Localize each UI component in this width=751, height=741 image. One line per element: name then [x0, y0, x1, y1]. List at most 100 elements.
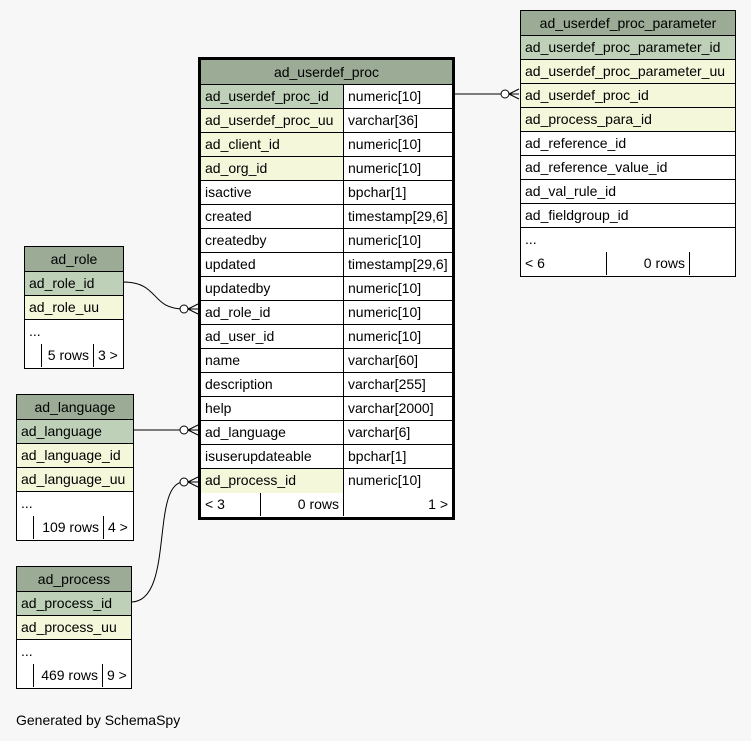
- edge-process-to-proc-crow: [187, 476, 199, 488]
- column-type: numeric[10]: [344, 133, 452, 156]
- column-row[interactable]: ad_language_uu: [17, 468, 133, 492]
- column-row[interactable]: ...: [25, 320, 123, 344]
- parents-link[interactable]: [17, 664, 34, 687]
- children-link[interactable]: [690, 252, 735, 275]
- column-row[interactable]: ad_userdef_proc_parameter_uu: [521, 60, 735, 84]
- column-row[interactable]: ad_role_uu: [25, 296, 123, 320]
- column-row[interactable]: ...: [521, 228, 735, 252]
- column-name: ...: [17, 492, 133, 516]
- column-row[interactable]: ad_process_id: [17, 592, 131, 616]
- column-name: ad_user_id: [201, 325, 344, 348]
- column-type: varchar[60]: [344, 349, 452, 372]
- column-row[interactable]: ...: [17, 640, 131, 664]
- table-title[interactable]: ad_process: [17, 567, 131, 592]
- column-name: ad_language_id: [17, 444, 133, 467]
- edge-process-to-proc-optional: [179, 477, 189, 487]
- column-row[interactable]: ad_process_para_id: [521, 108, 735, 132]
- column-type: numeric[10]: [344, 85, 452, 108]
- column-name: createdby: [201, 229, 344, 252]
- children-link[interactable]: 4 >: [108, 519, 128, 535]
- children-link[interactable]: 9 >: [107, 667, 127, 683]
- column-row[interactable]: ad_val_rule_id: [521, 180, 735, 204]
- column-row[interactable]: ...: [17, 492, 133, 516]
- parents-link[interactable]: [25, 344, 42, 367]
- table-title[interactable]: ad_userdef_proc: [201, 60, 452, 85]
- children-link[interactable]: 1 >: [428, 496, 448, 512]
- table-title[interactable]: ad_role: [25, 247, 123, 272]
- column-row[interactable]: ad_language: [17, 420, 133, 444]
- parents-link[interactable]: [17, 516, 34, 539]
- column-name: ad_reference_value_id: [521, 156, 735, 179]
- column-name: ad_process_para_id: [521, 108, 735, 131]
- column-type: numeric[10]: [344, 157, 452, 180]
- column-name: ad_fieldgroup_id: [521, 204, 735, 227]
- edge-role-to-proc: [122, 281, 185, 310]
- column-name: ad_role_uu: [25, 296, 123, 319]
- column-name: ad_role_id: [25, 272, 123, 295]
- edge-process-to-proc: [130, 481, 185, 603]
- column-row[interactable]: ad_process_uu: [17, 616, 131, 640]
- table-title[interactable]: ad_language: [17, 395, 133, 420]
- table-footer: 5 rows 3 >: [25, 344, 123, 368]
- column-name: name: [201, 349, 344, 372]
- column-name: updatedby: [201, 277, 344, 300]
- column-name: ad_language: [17, 420, 133, 443]
- column-name: ad_org_id: [201, 157, 344, 180]
- column-row[interactable]: ad_role_id: [25, 272, 123, 296]
- column-name: created: [201, 205, 344, 228]
- column-row[interactable]: ad_fieldgroup_id: [521, 204, 735, 228]
- children-link[interactable]: 3 >: [98, 347, 118, 363]
- parents-link[interactable]: < 3: [201, 493, 261, 516]
- column-type: numeric[10]: [344, 301, 452, 324]
- column-row[interactable]: ad_reference_id: [521, 132, 735, 156]
- column-type: numeric[10]: [344, 325, 452, 348]
- table-footer: 469 rows 9 >: [17, 664, 131, 688]
- column-type: timestamp[29,6]: [344, 205, 452, 228]
- column-type: varchar[2000]: [344, 397, 452, 420]
- table-title[interactable]: ad_userdef_proc_parameter: [521, 11, 735, 36]
- column-name: isuserupdateable: [201, 445, 344, 468]
- column-row[interactable]: ad_language_id: [17, 444, 133, 468]
- edge-language-to-proc-crow: [187, 424, 199, 436]
- column-type: bpchar[1]: [344, 445, 452, 468]
- column-name: ad_process_uu: [17, 616, 131, 639]
- table-ad-userdef-proc-parameter[interactable]: ad_userdef_proc_parameter ad_userdef_pro…: [520, 10, 736, 277]
- generated-by-label: Generated by SchemaSpy: [16, 712, 181, 728]
- column-type: bpchar[1]: [344, 181, 452, 204]
- column-name: ad_process_id: [17, 592, 131, 615]
- column-type: numeric[10]: [344, 469, 452, 493]
- edge-proc-to-parameter-optional: [500, 89, 510, 99]
- column-row[interactable]: ad_userdef_proc_parameter_id: [521, 36, 735, 60]
- column-row[interactable]: ad_reference_value_id: [521, 156, 735, 180]
- column-name: ad_role_id: [201, 301, 344, 324]
- edge-role-to-proc-crow: [187, 303, 199, 315]
- column-type: varchar[255]: [344, 373, 452, 396]
- parents-link[interactable]: < 6: [521, 252, 607, 275]
- column-row[interactable]: ad_userdef_proc_id: [521, 84, 735, 108]
- column-name: ad_language: [201, 421, 344, 444]
- column-name: ad_userdef_proc_parameter_uu: [521, 60, 735, 83]
- column-name: ad_val_rule_id: [521, 180, 735, 203]
